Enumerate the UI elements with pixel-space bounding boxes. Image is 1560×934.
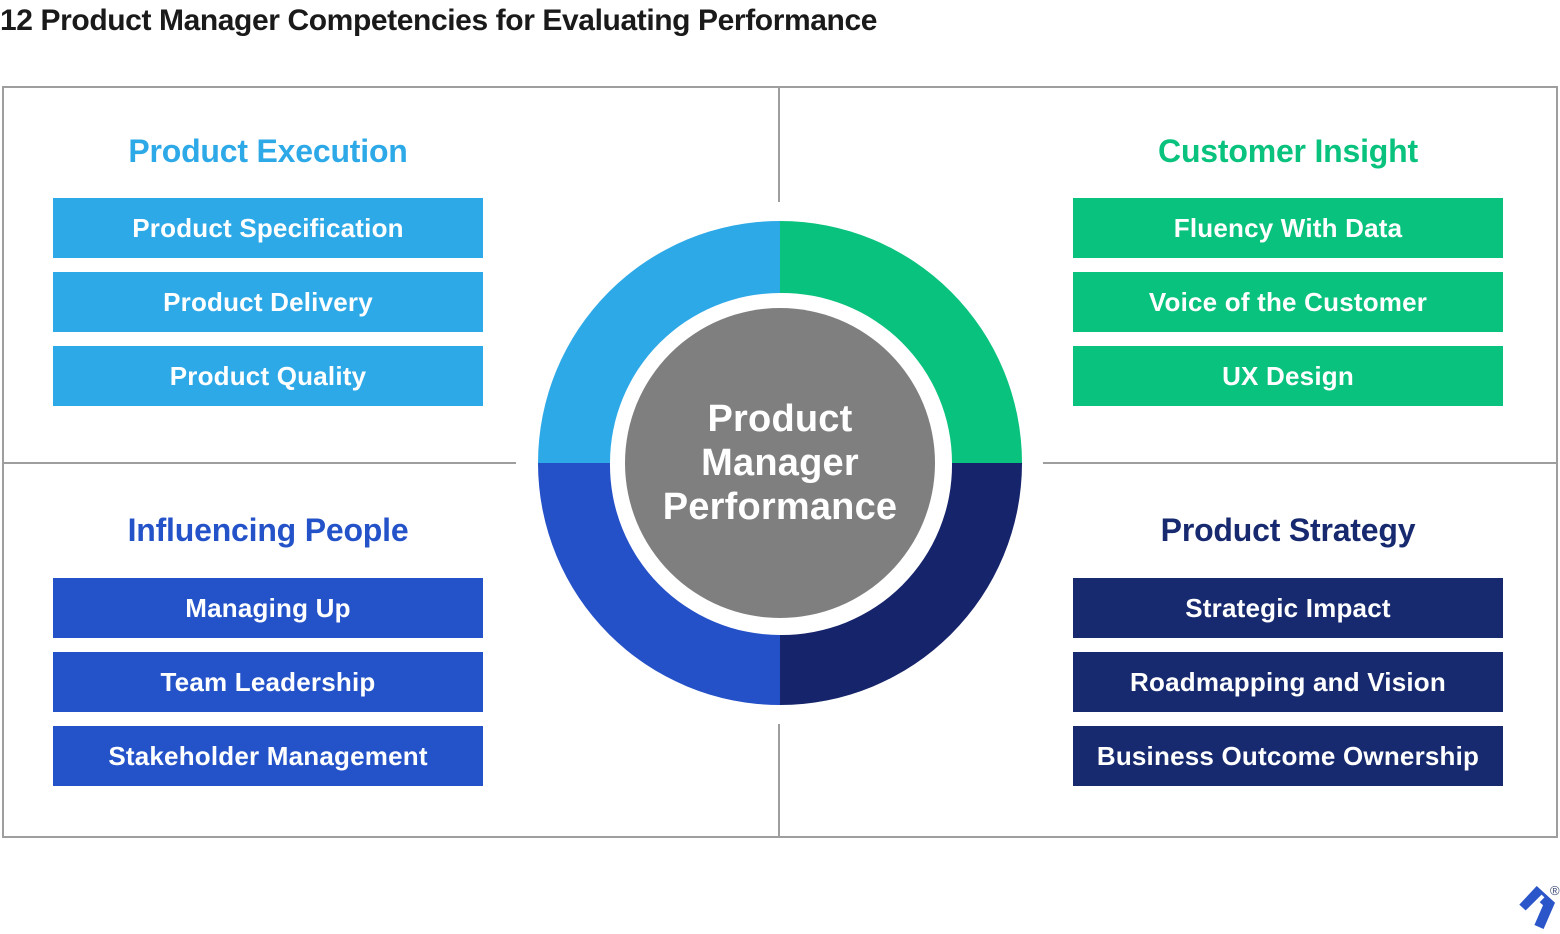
- bar-product-specification: Product Specification: [53, 198, 483, 258]
- center-label-line: Performance: [662, 486, 898, 528]
- center-label-line: Product: [707, 398, 853, 440]
- donut-segment-influencing-people: [538, 463, 780, 705]
- donut-segment-customer-insight: [780, 221, 1022, 463]
- donut-segment-product-execution: [538, 221, 780, 463]
- heading-customer-insight: Customer Insight: [1158, 133, 1418, 169]
- bar-fluency-with-data: Fluency With Data: [1073, 198, 1503, 258]
- heading-product-execution: Product Execution: [128, 133, 408, 169]
- center-label-line: Manager: [701, 442, 859, 484]
- bar-team-leadership: Team Leadership: [53, 652, 483, 712]
- toptal-logo-fold-gap: [1518, 894, 1545, 922]
- page-title: 12 Product Manager Competencies for Eval…: [0, 4, 878, 37]
- bar-managing-up: Managing Up: [53, 578, 483, 638]
- quadrant-frame: [2, 86, 1558, 838]
- donut-chart: [538, 221, 1022, 705]
- vertical-divider-bottom: [778, 724, 780, 836]
- bar-voice-of-the-customer: Voice of the Customer: [1073, 272, 1503, 332]
- heading-influencing-people: Influencing People: [127, 512, 409, 548]
- registered-trademark-symbol: ®: [1550, 883, 1560, 898]
- bar-business-outcome-ownership: Business Outcome Ownership: [1073, 726, 1503, 786]
- bar-product-quality: Product Quality: [53, 346, 483, 406]
- horizontal-divider-left: [4, 462, 516, 464]
- donut-segment-product-strategy: [780, 463, 1022, 705]
- horizontal-divider-right: [1043, 462, 1556, 464]
- vertical-divider-top: [778, 88, 780, 202]
- bar-stakeholder-management: Stakeholder Management: [53, 726, 483, 786]
- bar-strategic-impact: Strategic Impact: [1073, 578, 1503, 638]
- center-circle: Product Manager Performance: [625, 308, 935, 618]
- toptal-logo-icon: [1518, 886, 1556, 929]
- bar-product-delivery: Product Delivery: [53, 272, 483, 332]
- bar-ux-design: UX Design: [1073, 346, 1503, 406]
- bar-roadmapping-and-vision: Roadmapping and Vision: [1073, 652, 1503, 712]
- heading-product-strategy: Product Strategy: [1160, 512, 1416, 548]
